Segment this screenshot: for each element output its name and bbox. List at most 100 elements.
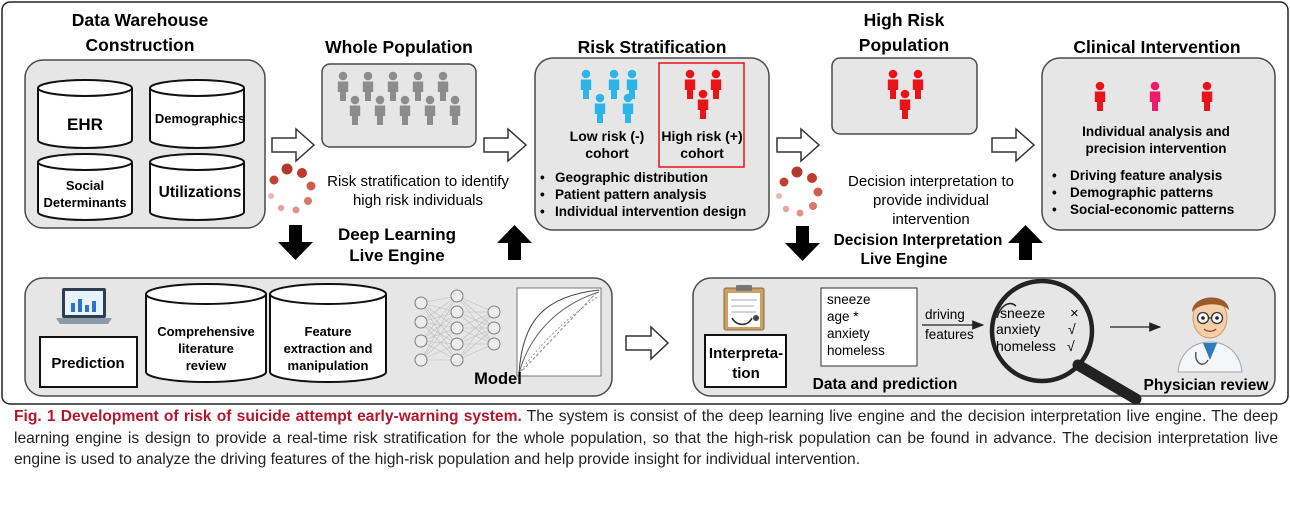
social-label-line2: Determinants <box>43 195 126 210</box>
social-determinants-database-icon <box>37 153 133 221</box>
svg-text:•: • <box>1052 168 1057 183</box>
low-risk-label-line2: cohort <box>585 145 629 161</box>
high-risk-label-line1: High risk (+) <box>661 128 742 144</box>
data-prediction-label: Data and prediction <box>813 376 958 393</box>
utilizations-label: Utilizations <box>159 184 242 201</box>
laptop-chart-icon <box>56 288 112 324</box>
feature-database-icon <box>269 283 387 383</box>
dl-engine-line1: Deep Learning <box>338 225 456 244</box>
clinical-bullet-1: Driving feature analysis <box>1070 168 1222 183</box>
hollow-arrow-1 <box>271 127 316 163</box>
hollow-arrow-3 <box>776 127 821 163</box>
literature-database-icon <box>145 283 267 383</box>
feature-label-line1: Feature <box>305 324 352 339</box>
up-arrow-right <box>1008 225 1043 260</box>
literature-label-line2: literature <box>178 341 234 356</box>
caption-title: Fig. 1 Development of risk of suicide at… <box>14 408 522 425</box>
workflow-diagram: Data Warehouse Construction EHR Demograp… <box>1 1 1289 405</box>
high-risk-population-title-line1: High Risk <box>864 10 945 30</box>
outer-frame <box>1 1 1289 405</box>
down-arrow-right <box>785 226 820 261</box>
figure-caption: Fig. 1 Development of risk of suicide at… <box>14 406 1278 471</box>
interpretation-box <box>704 334 787 388</box>
driving-features-label-line2: features <box>925 327 974 342</box>
hollow-arrow-4 <box>991 127 1036 163</box>
risk-stratification-note-line1: Risk stratification to identify <box>327 173 509 190</box>
clipboard-stethoscope-icon <box>723 285 765 331</box>
social-label-line1: Social <box>66 178 104 193</box>
demographics-database-icon <box>149 79 245 149</box>
neural-network-nodes <box>414 289 501 367</box>
feature-item-3: anxiety <box>827 326 870 341</box>
up-arrow-left <box>497 225 532 260</box>
risk-bullet-list: • Geographic distribution • Patient patt… <box>540 170 746 219</box>
warehouse-title-line2: Construction <box>86 35 195 55</box>
caption-body: The system is consist of the deep learni… <box>14 408 1278 468</box>
demographics-label: Demographics <box>155 111 245 126</box>
clinical-bullet-3: Social-economic patterns <box>1070 202 1234 217</box>
risk-bullet-3: Individual intervention design <box>555 204 746 219</box>
warehouse-title-line1: Data Warehouse <box>72 10 209 30</box>
literature-label-line3: review <box>186 358 227 373</box>
driving-features-label-line1: driving <box>925 307 965 322</box>
low-risk-label-line1: Low risk (-) <box>570 128 645 144</box>
whole-population-panel <box>321 63 477 148</box>
svg-text:•: • <box>1052 185 1057 200</box>
risk-stratification-panel <box>534 57 770 231</box>
risk-bullet-1: Geographic distribution <box>555 170 708 185</box>
feature-item-2: age * <box>827 309 859 324</box>
lens-mark-3: √ <box>1067 338 1075 354</box>
whole-population-title: Whole Population <box>325 37 473 57</box>
feature-item-1: sneeze <box>827 292 871 307</box>
clinical-subtitle-line1: Individual analysis and <box>1082 124 1230 139</box>
high-risk-label-line2: cohort <box>680 145 724 161</box>
clinical-bullet-2: Demographic patterns <box>1070 185 1213 200</box>
lens-item-2: anxiety <box>996 321 1040 337</box>
high-risk-population-title-line2: Population <box>859 35 949 55</box>
decision-note-line1: Decision interpretation to <box>848 173 1014 190</box>
prediction-box <box>39 336 138 388</box>
literature-label-line1: Comprehensive <box>157 324 255 339</box>
roc-curve-icon <box>516 287 602 377</box>
hollow-arrow-bottom <box>625 325 670 361</box>
prediction-label: Prediction <box>51 355 124 372</box>
loading-dots-icon-left <box>268 163 316 214</box>
down-arrow-left <box>278 225 313 260</box>
clinical-bullet-list: • Driving feature analysis • Demographic… <box>1052 168 1234 217</box>
feature-label-line2: extraction and <box>284 341 373 356</box>
clinical-intervention-title: Clinical Intervention <box>1073 37 1240 57</box>
di-engine-line1: Decision Interpretation <box>834 232 1003 249</box>
high-risk-highlight-box <box>658 62 745 168</box>
risk-stratification-note-line2: high risk individuals <box>353 192 483 209</box>
hollow-arrow-2 <box>483 127 528 163</box>
feature-label-line3: manipulation <box>288 358 369 373</box>
svg-text:•: • <box>1052 202 1057 217</box>
loading-dots-icon-right <box>776 166 823 217</box>
decision-note-line3: intervention <box>892 211 970 228</box>
magnifier-icon <box>989 278 1142 405</box>
risk-stratification-title: Risk Stratification <box>578 37 727 57</box>
neural-network-icon <box>420 295 495 361</box>
ehr-label: EHR <box>67 115 103 134</box>
feature-item-4: homeless <box>827 343 885 358</box>
lens-item-3: homeless <box>996 338 1056 354</box>
lens-item-1: sneeze <box>1000 305 1045 321</box>
risk-bullet-2: Patient pattern analysis <box>555 187 707 202</box>
lens-mark-2: √ <box>1068 321 1076 337</box>
ehr-database-icon <box>37 79 133 149</box>
doctor-icon <box>1177 297 1243 373</box>
decision-note-line2: provide individual <box>873 192 989 209</box>
model-label: Model <box>474 370 522 388</box>
svg-text:•: • <box>540 187 545 202</box>
interpretation-label-line1: Interpreta- <box>709 345 783 362</box>
feature-list-box <box>820 287 918 367</box>
dl-engine-line2: Live Engine <box>349 246 444 265</box>
physician-review-label: Physician review <box>1144 377 1270 394</box>
di-engine-line2: Live Engine <box>861 251 948 268</box>
clinical-subtitle-line2: precision intervention <box>1085 141 1226 156</box>
utilizations-database-icon <box>149 153 245 221</box>
interpretation-label-line2: tion <box>732 365 760 382</box>
lens-mark-1: × <box>1070 305 1079 322</box>
svg-text:•: • <box>540 170 545 185</box>
